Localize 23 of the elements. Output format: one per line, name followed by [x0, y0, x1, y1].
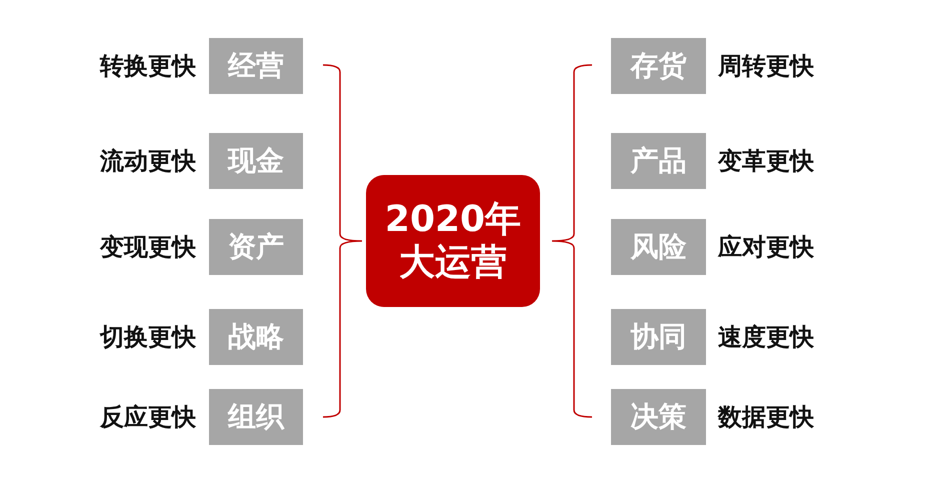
- label-box: 战略: [209, 309, 303, 365]
- description-text: 转换更快: [100, 51, 196, 82]
- title-text: 大运营: [399, 241, 507, 284]
- description-text: 反应更快: [100, 402, 196, 433]
- label-box: 协同: [611, 309, 706, 365]
- description-text: 变革更快: [718, 146, 814, 177]
- label-box: 存货: [611, 38, 706, 94]
- label-box: 决策: [611, 389, 706, 445]
- title-box: [366, 175, 540, 307]
- label-box: 产品: [611, 133, 706, 189]
- description-text: 数据更快: [718, 402, 814, 433]
- label-box: 现金: [209, 133, 303, 189]
- label-box: 组织: [209, 389, 303, 445]
- description-text: 应对更快: [718, 232, 814, 263]
- label-box: 经营: [209, 38, 303, 94]
- label-box: 风险: [611, 219, 706, 275]
- description-text: 速度更快: [718, 322, 814, 353]
- description-text: 周转更快: [718, 51, 814, 82]
- title-text: 2020年: [384, 198, 522, 241]
- description-text: 变现更快: [100, 232, 196, 263]
- label-box: 资产: [209, 219, 303, 275]
- description-text: 切换更快: [100, 322, 196, 353]
- description-text: 流动更快: [100, 146, 196, 177]
